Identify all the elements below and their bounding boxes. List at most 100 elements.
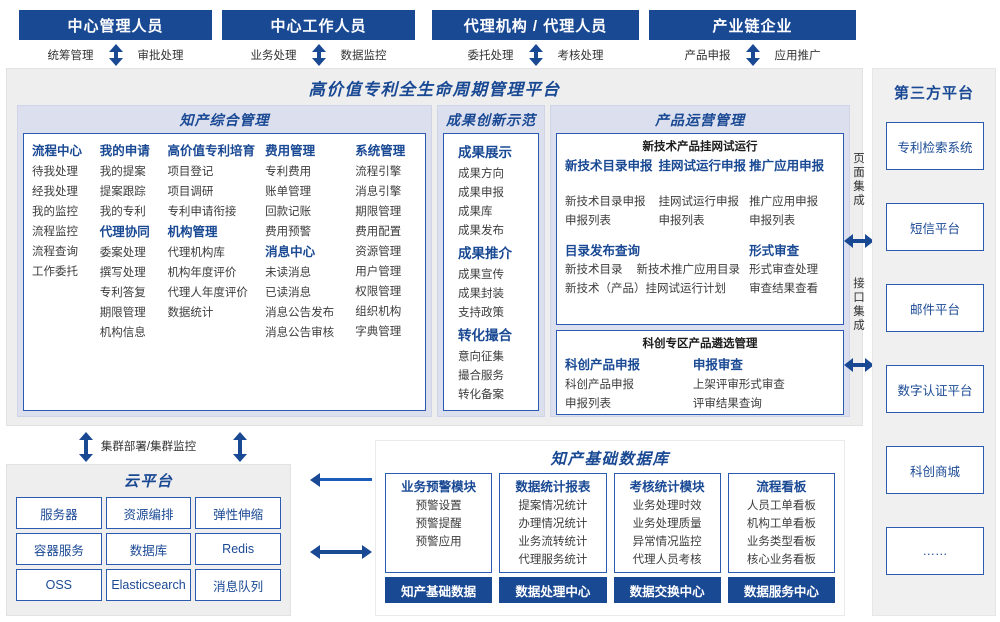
menu-item[interactable]: 我的专利 [99, 206, 146, 218]
third-party-item-2[interactable]: 邮件平台 [886, 284, 984, 332]
cloud-cell-0[interactable]: 服务器 [16, 497, 102, 529]
cloud-cell-8[interactable]: 消息队列 [195, 569, 281, 601]
menu-item[interactable]: 委案处理 [99, 247, 146, 259]
kdb-footer[interactable]: 数据服务中心 [727, 577, 835, 603]
menu-item[interactable]: 消息引擎 [355, 186, 402, 198]
menu-item[interactable]: 新技术目录申报 [565, 196, 646, 208]
menu-item[interactable]: 挂网试运行申报 [658, 196, 740, 208]
menu-item[interactable]: 成果宣传 [458, 269, 504, 281]
cloud-cell-5[interactable]: Redis [195, 533, 281, 565]
menu-item[interactable]: 撰写处理 [99, 267, 146, 279]
kdb-item[interactable]: 人员工单看板 [746, 500, 816, 512]
kdb-item[interactable]: 提案情况统计 [518, 500, 588, 512]
menu-item[interactable]: 新技术目录 [565, 264, 623, 276]
kdb-item[interactable]: 预警设置 [415, 500, 462, 512]
menu-item[interactable]: 上架评审形式审查 [692, 379, 785, 391]
menu-item[interactable]: 科创产品申报 [565, 379, 634, 391]
third-party-item-5[interactable]: …… [886, 527, 984, 575]
menu-item[interactable]: 撮合服务 [458, 370, 504, 382]
role-bar-1[interactable]: 中心工作人员 [222, 10, 415, 40]
kdb-footer[interactable]: 数据交换中心 [613, 577, 721, 603]
role-bar-0[interactable]: 中心管理人员 [19, 10, 212, 40]
menu-item[interactable]: 审查结果查看 [749, 283, 819, 295]
menu-item[interactable]: 项目调研 [167, 186, 214, 198]
cloud-cell-1[interactable]: 资源编排 [105, 497, 192, 529]
menu-item[interactable]: 成果方向 [458, 168, 504, 180]
kdb-item[interactable]: 预警应用 [415, 536, 462, 548]
menu-item[interactable]: 回款记账 [265, 206, 312, 218]
menu-item[interactable]: 期限管理 [99, 307, 146, 319]
kdb-item[interactable]: 异常情况监控 [632, 536, 702, 548]
menu-item[interactable]: 账单管理 [265, 186, 312, 198]
menu-item[interactable]: 字典管理 [355, 326, 402, 338]
menu-item[interactable]: 成果封装 [458, 288, 504, 300]
menu-item[interactable]: 资源管理 [355, 246, 402, 258]
menu-item[interactable]: 申报列表 [749, 215, 796, 227]
kdb-item[interactable]: 办理情况统计 [518, 518, 588, 530]
kdb-footer[interactable]: 数据处理中心 [499, 577, 607, 603]
kdb-item[interactable]: 核心业务看板 [746, 554, 816, 566]
menu-item[interactable]: 待我处理 [32, 166, 78, 178]
kdb-item[interactable]: 代理人员考核 [632, 554, 702, 566]
menu-item[interactable]: 转化备案 [458, 389, 504, 401]
menu-item[interactable]: 形式审查处理 [749, 264, 819, 276]
menu-item[interactable]: 提案跟踪 [99, 186, 146, 198]
role-bar-2[interactable]: 代理机构 / 代理人员 [432, 10, 639, 40]
menu-item[interactable]: 新技术（产品）挂网试运行计划 [565, 283, 726, 295]
cloud-cell-7[interactable]: Elasticsearch [105, 569, 192, 601]
third-party-item-0[interactable]: 专利检索系统 [886, 122, 984, 170]
menu-item[interactable]: 意向征集 [458, 351, 504, 363]
third-party-item-1[interactable]: 短信平台 [886, 203, 984, 251]
menu-item[interactable]: 已读消息 [265, 287, 312, 299]
menu-item[interactable]: 用户管理 [355, 266, 402, 278]
menu-item[interactable]: 申报列表 [658, 215, 705, 227]
menu-item[interactable]: 消息公告发布 [265, 307, 335, 319]
cloud-cell-4[interactable]: 数据库 [105, 533, 192, 565]
menu-item[interactable]: 项目登记 [167, 166, 214, 178]
kdb-item[interactable]: 代理服务统计 [518, 554, 588, 566]
menu-item[interactable]: 成果发布 [458, 225, 504, 237]
menu-item[interactable]: 经我处理 [32, 186, 78, 198]
menu-item[interactable]: 未读消息 [265, 267, 312, 279]
kdb-item[interactable]: 业务类型看板 [746, 536, 816, 548]
cloud-cell-2[interactable]: 弹性伸缩 [195, 497, 281, 529]
menu-item[interactable]: 权限管理 [355, 286, 402, 298]
menu-item[interactable]: 新技术推广应用目录 [636, 264, 741, 276]
kdb-item[interactable]: 业务流转统计 [518, 536, 588, 548]
menu-item[interactable]: 费用配置 [355, 226, 402, 238]
kdb-item[interactable]: 业务处理时效 [632, 500, 702, 512]
menu-item[interactable]: 期限管理 [355, 206, 402, 218]
menu-item[interactable]: 专利申请衔接 [167, 206, 237, 218]
menu-item[interactable]: 流程查询 [32, 246, 78, 258]
kdb-item[interactable]: 业务处理质量 [632, 518, 702, 530]
menu-item[interactable]: 代理人年度评价 [167, 287, 248, 299]
third-party-item-4[interactable]: 科创商城 [886, 446, 984, 494]
menu-item[interactable]: 我的监控 [32, 206, 78, 218]
menu-item[interactable]: 组织机构 [355, 306, 402, 318]
menu-item[interactable]: 成果库 [458, 206, 493, 218]
menu-item[interactable]: 专利费用 [265, 166, 312, 178]
menu-item[interactable]: 机构年度评价 [167, 267, 237, 279]
cloud-cell-6[interactable]: OSS [16, 569, 102, 601]
menu-item[interactable]: 流程引擎 [355, 166, 402, 178]
menu-item[interactable]: 费用预警 [265, 226, 312, 238]
menu-item[interactable]: 专利答复 [99, 287, 146, 299]
menu-item[interactable]: 机构信息 [99, 327, 146, 339]
menu-item[interactable]: 消息公告审核 [265, 327, 335, 339]
menu-item[interactable]: 支持政策 [458, 307, 504, 319]
menu-item[interactable]: 流程监控 [32, 226, 78, 238]
cloud-cell-3[interactable]: 容器服务 [16, 533, 102, 565]
menu-item[interactable]: 推广应用申报 [749, 196, 819, 208]
menu-item[interactable]: 工作委托 [32, 266, 78, 278]
third-party-item-3[interactable]: 数字认证平台 [886, 365, 984, 413]
role-bar-3[interactable]: 产业链企业 [649, 10, 856, 40]
kdb-item[interactable]: 机构工单看板 [746, 518, 816, 530]
menu-item[interactable]: 我的提案 [99, 166, 146, 178]
kdb-footer[interactable]: 知产基础数据 [385, 577, 493, 603]
menu-item[interactable]: 数据统计 [167, 307, 214, 319]
menu-item[interactable]: 成果申报 [458, 187, 504, 199]
menu-item[interactable]: 代理机构库 [167, 247, 225, 259]
menu-item[interactable]: 申报列表 [565, 215, 611, 227]
kdb-item[interactable]: 预警提醒 [415, 518, 462, 530]
menu-item[interactable]: 评审结果查询 [692, 398, 762, 410]
